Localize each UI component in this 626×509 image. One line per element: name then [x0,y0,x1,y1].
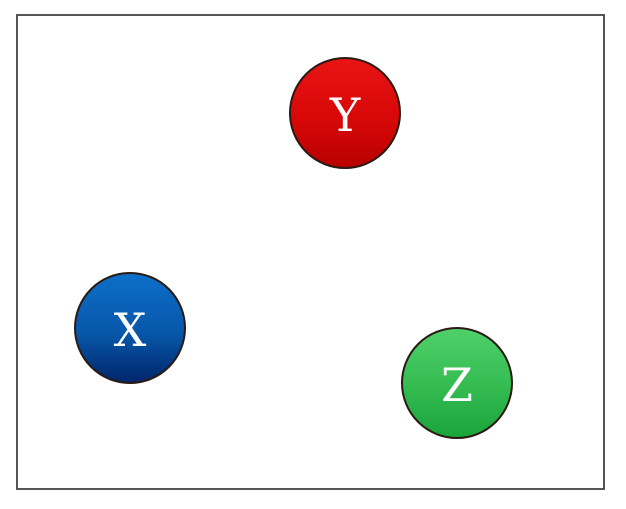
node-x: X [74,272,186,384]
node-y: Y [289,57,401,169]
node-z-label: Z [441,358,473,412]
node-z: Z [401,327,513,439]
node-x-label: X [113,303,147,357]
node-y-label: Y [329,88,361,142]
